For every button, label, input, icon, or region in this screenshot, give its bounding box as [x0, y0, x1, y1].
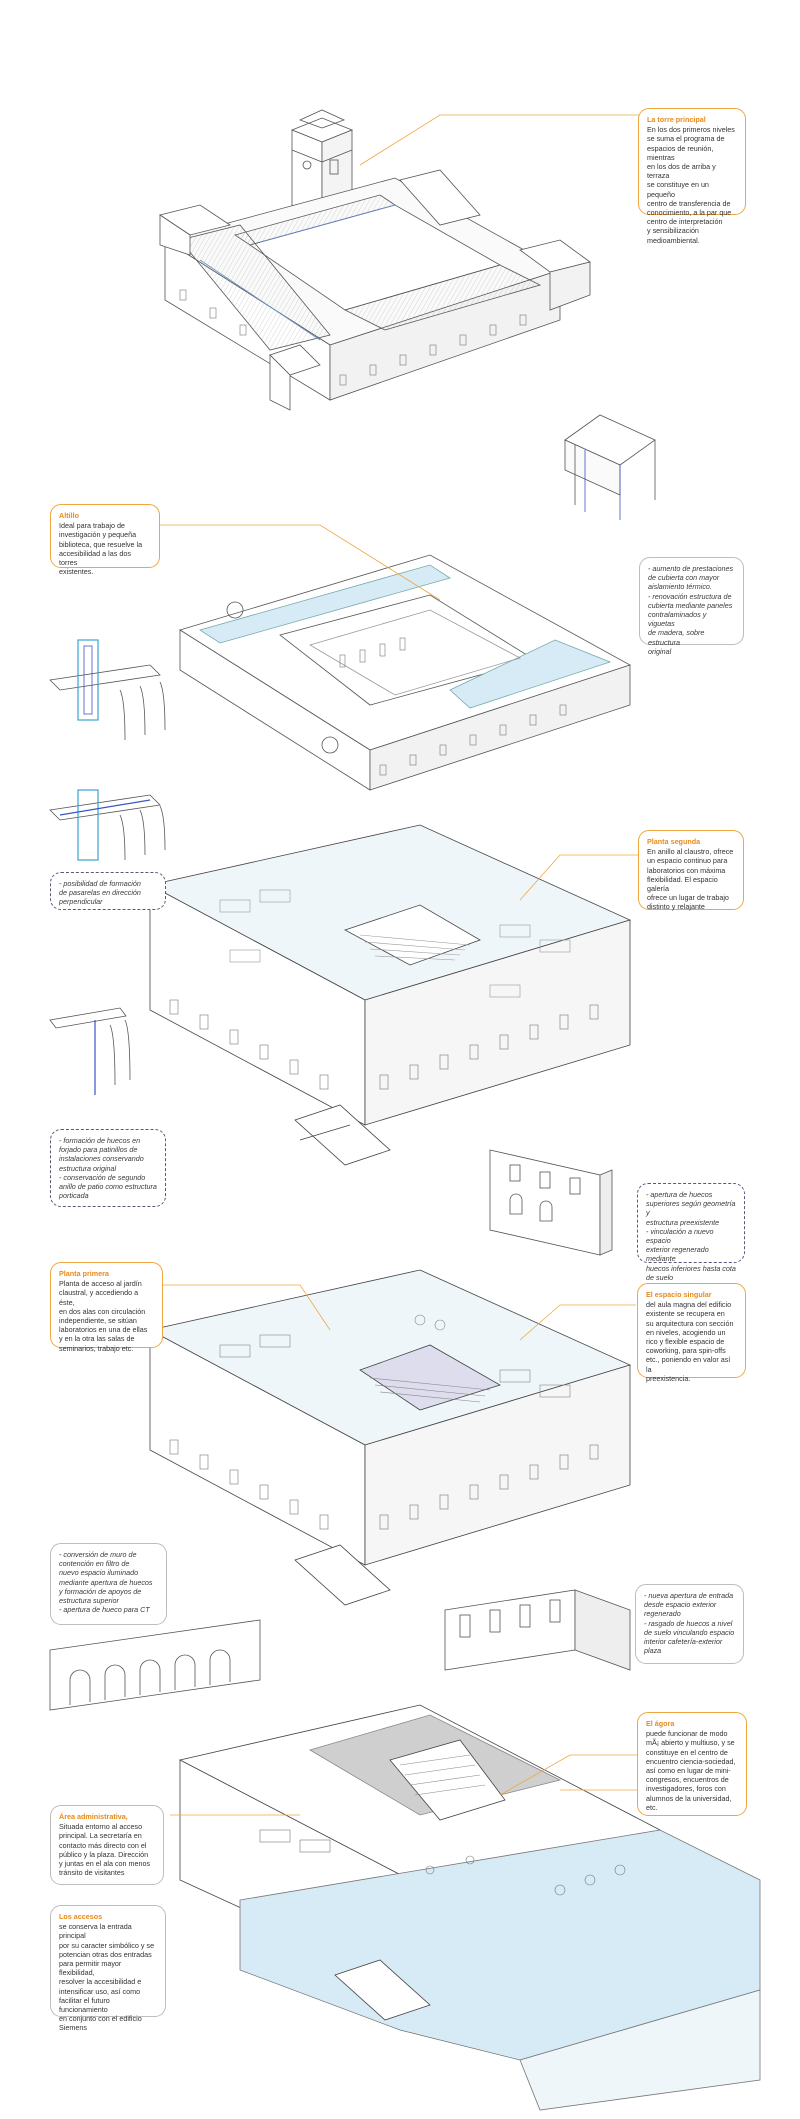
note-attic-body: Ideal para trabajo de investigación y pe… [59, 521, 143, 577]
roof-structure-detail [564, 414, 656, 520]
note-new-entrance-body: - nueva apertura de entrada desde espaci… [644, 1591, 735, 1656]
note-agora-body: puede funcionar de modo mÃ¡ abierto y mu… [646, 1729, 736, 1812]
second-floor-drawing [148, 824, 632, 1166]
first-floor-drawing [148, 1269, 632, 1606]
note-second-floor: Planta segunda En anillo al claustro, of… [638, 830, 744, 912]
note-singular-space: El espacio singular del aula magna del e… [637, 1283, 746, 1383]
attic-level-drawing [179, 554, 632, 791]
note-main-tower: La torre principal En los dos primeros n… [638, 108, 746, 245]
note-first-floor: Planta primera Planta de acceso al jardí… [50, 1262, 163, 1353]
beam-detail-1 [49, 639, 166, 741]
note-singular-space-body: del aula magna del edificio existente se… [646, 1300, 734, 1383]
note-slab-openings: - formación de huecos en forjado para pa… [50, 1129, 166, 1207]
note-retaining-wall: - conversión de muro de contención en fi… [50, 1543, 167, 1625]
facade-fragment-1 [489, 1149, 613, 1256]
note-accesses-body: se conserva la entrada principal por su … [59, 1922, 155, 2033]
leader-lines [140, 114, 640, 1796]
note-agora: El ágora puede funcionar de modo mÃ¡ abi… [637, 1712, 747, 1816]
note-first-floor-body: Planta de acceso al jardín claustral, y … [59, 1279, 148, 1353]
facade-fragment-2 [444, 1589, 631, 1671]
note-first-floor-title: Planta primera [59, 1269, 109, 1278]
note-singular-space-title: El espacio singular [646, 1290, 712, 1299]
note-main-tower-body: En los dos primeros niveles se suma el p… [647, 125, 735, 245]
roof-ring [164, 169, 561, 401]
note-admin-area-title: Área administrativa, [59, 1812, 128, 1821]
note-roof-renovation: - aumento de prestaciones de cubierta co… [639, 557, 744, 656]
roof-level-drawing [159, 109, 591, 411]
note-agora-title: El ágora [646, 1719, 675, 1728]
arcade-wall-fragment [49, 1619, 261, 1711]
note-walkways-body: - posibilidad de formación de pasarelas … [59, 879, 141, 907]
note-upper-openings-body: - apertura de huecos superiores según ge… [646, 1190, 736, 1282]
note-retaining-wall-body: - conversión de muro de contención en fi… [59, 1550, 153, 1615]
note-admin-area: Área administrativa, Situada entorno al … [50, 1805, 164, 1885]
note-attic-title: Altillo [59, 511, 79, 520]
ground-floor-drawing [170, 1704, 761, 2111]
note-upper-openings: - apertura de huecos superiores según ge… [637, 1183, 745, 1282]
note-second-floor-title: Planta segunda [647, 837, 701, 846]
note-roof-renovation-body: - aumento de prestaciones de cubierta co… [648, 564, 734, 656]
note-accesses-title: Los accesos [59, 1912, 103, 1921]
note-main-tower-title: La torre principal [647, 115, 706, 124]
note-accesses: Los accesos se conserva la entrada princ… [50, 1905, 166, 2032]
note-admin-area-body: Situada entorno al acceso principal. La … [59, 1822, 151, 1878]
note-walkways: - posibilidad de formación de pasarelas … [50, 872, 166, 910]
column-detail [49, 1007, 131, 1095]
note-slab-openings-body: - formación de huecos en forjado para pa… [59, 1136, 157, 1201]
beam-detail-2 [49, 789, 166, 861]
note-second-floor-body: En anillo al claustro, ofrece un espacio… [647, 847, 734, 912]
note-new-entrance: - nueva apertura de entrada desde espaci… [635, 1584, 744, 1664]
note-attic: Altillo Ideal para trabajo de investigac… [50, 504, 160, 576]
